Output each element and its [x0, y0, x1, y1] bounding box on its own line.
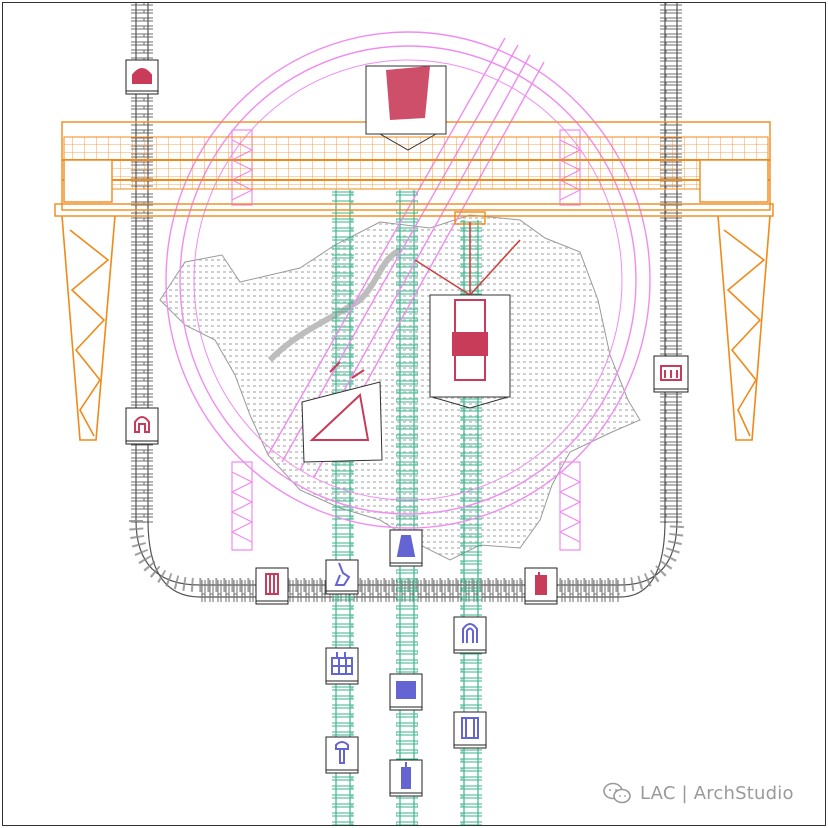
green-track-1 — [332, 190, 354, 825]
node-block — [389, 673, 423, 711]
building-center — [429, 294, 511, 409]
statue-icon — [396, 535, 416, 557]
pillar-icon — [461, 717, 479, 739]
node-tower-red — [524, 567, 558, 605]
node-figure — [325, 559, 359, 595]
node-arch — [125, 407, 159, 445]
node-statue — [389, 529, 423, 567]
nodes-layer — [125, 59, 689, 797]
watermark: LAC | ArchStudio — [602, 780, 794, 806]
figure-icon — [334, 562, 351, 586]
temple-icon — [660, 365, 682, 381]
dome-icon — [132, 68, 152, 84]
node-grid — [325, 647, 359, 685]
node-column-red — [255, 567, 289, 605]
arch-icon — [134, 416, 150, 433]
tower-icon — [535, 572, 547, 595]
grid-icon — [331, 652, 353, 675]
building-top — [365, 65, 447, 151]
green-track-2 — [396, 190, 418, 825]
node-pillar — [453, 711, 487, 749]
obelisk-icon — [335, 741, 349, 764]
horseshoe-icon — [462, 623, 478, 643]
totem-icon — [401, 762, 411, 789]
node-obelisk — [325, 736, 359, 774]
building-left — [301, 361, 383, 463]
node-totem — [389, 759, 423, 797]
column-icon — [265, 573, 279, 595]
wechat-icon — [603, 782, 631, 804]
watermark-text: LAC | ArchStudio — [640, 782, 794, 804]
node-horseshoe — [453, 616, 487, 654]
block-icon — [396, 681, 416, 699]
rail-right — [660, 3, 682, 523]
node-temple — [653, 355, 689, 393]
node-dome — [125, 59, 159, 95]
ring-track — [165, 31, 651, 529]
